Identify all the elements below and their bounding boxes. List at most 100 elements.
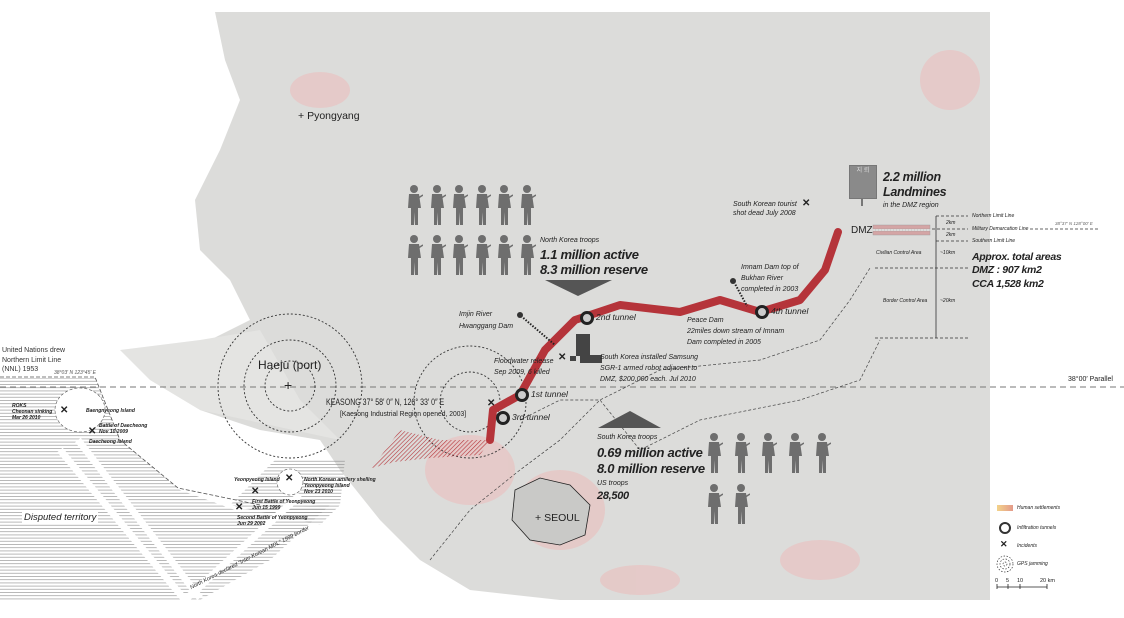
soldier-icon	[733, 432, 751, 474]
landmines-title: Landmines	[883, 185, 947, 199]
tunnel-icon	[515, 388, 529, 402]
north-troops-arrow	[545, 280, 612, 296]
disputed-territory-label: Disputed territory	[22, 512, 99, 523]
dmz-diagram	[872, 215, 1100, 339]
mdl-label: Military Demarcation Line	[972, 226, 1029, 232]
han-estuary	[372, 430, 490, 468]
incident-x-icon: ✕	[285, 473, 294, 484]
civilian-control-line	[519, 339, 881, 451]
areas-title: Approx. total areas	[972, 251, 1062, 263]
soldier-icon	[474, 184, 491, 226]
robot-line-1: South Korea installed Samsung	[600, 354, 699, 361]
shelling-line-3: Nov 23 2010	[304, 489, 333, 495]
scale-20km: 20 km	[1040, 578, 1055, 584]
us-troops-count: 28,500	[597, 490, 629, 502]
un-line-2: Northern Limit Line	[2, 356, 62, 364]
second-battle-line-1: Second Battle of Yeonpyeong	[237, 515, 308, 521]
dmz-label: DMZ	[851, 225, 873, 236]
seoul-label: + SEOUL	[535, 512, 580, 524]
soldier-icon	[429, 234, 446, 276]
soldier-icon	[787, 432, 805, 474]
parallel-label: 38°00′ Parallel	[1068, 376, 1113, 383]
km2-south: 2km	[946, 232, 956, 238]
us-troops-caption: US troops	[597, 480, 629, 487]
incident-x-icon: ✕	[802, 198, 811, 209]
scale-0: 0	[995, 578, 999, 584]
legend-tunnels: Infiltration tunnels	[1017, 525, 1057, 531]
soldier-icon	[760, 432, 778, 474]
gps-jamming-haeju	[217, 313, 363, 459]
pyongyang-name: Pyongyang	[307, 110, 360, 122]
south-troops-arrow	[598, 411, 661, 428]
incident-x-icon: ✕	[487, 398, 496, 409]
haeju-label: Haeju (port)	[258, 358, 322, 372]
tunnel-icon	[496, 411, 510, 425]
soldier-icon	[519, 184, 536, 226]
border-control-area-label: Border Control Area	[883, 298, 928, 304]
legend-gps: GPS jamming	[1017, 561, 1048, 567]
imnam-line-2: Bukhan River	[741, 275, 784, 282]
border-control-line	[429, 267, 871, 561]
first-battle-line-2: Jun 15 1999	[252, 505, 281, 511]
seoul-boundary	[511, 477, 591, 546]
un-line-3: (NNL) 1953	[2, 366, 39, 373]
soldier-icon	[706, 432, 724, 474]
imnam-annotation: Imnam Dam top of Bukhan River completed in…	[741, 262, 799, 295]
north-troops-reserve: 8.3 million reserve	[540, 262, 648, 277]
pyongyang-label: + Pyongyang	[298, 110, 360, 122]
robot-line-3: DMZ, $200,000 each. Jul 2010	[600, 376, 696, 383]
soldier-icon	[429, 184, 446, 226]
imjin-pointer	[520, 315, 556, 346]
legend-tunnel-icon	[999, 522, 1011, 534]
north-troops-active: 1.1 million active	[540, 247, 639, 262]
soldier-icon	[406, 184, 424, 226]
kaesong-label: KEASONG 37° 58′ 0″ N, 126° 33′ 0″ E	[326, 397, 445, 407]
south-troops-reserve: 8.0 million reserve	[597, 461, 705, 476]
cheonan-line-2: Cheonan sinking	[12, 409, 53, 415]
south-troops-caption: South Korea troops	[597, 434, 658, 441]
soldier-icon	[496, 184, 514, 226]
soldier-icon	[706, 483, 724, 525]
landmines-count: 2.2 million	[883, 170, 941, 184]
legend-incident-icon: ✕	[1000, 539, 1008, 549]
incident-x-icon: ✕	[558, 352, 567, 363]
tunnel-label: 1st tunnel	[531, 389, 568, 399]
scale-10: 10	[1017, 578, 1024, 584]
flood-line-2: Sep 2009, 6 killed	[494, 369, 550, 376]
baengnyeong-label: Baengnyeong Island	[86, 408, 135, 414]
areas-cca: CCA 1,528 km2	[972, 278, 1044, 290]
cheonan-line-3: Mar 26 2010	[12, 415, 41, 421]
cheonan-line-1: ROKS	[12, 403, 27, 409]
tourist-line-1: South Korean tourist	[733, 201, 797, 208]
south-troops-active: 0.69 million active	[597, 445, 703, 460]
km2-north: 2km	[946, 220, 956, 226]
landmine-sign-icon: 지 뢰	[849, 165, 877, 206]
soldier-icon	[474, 234, 491, 276]
imnam-line-3: completed in 2003	[741, 286, 799, 293]
tunnel-label: 4th tunnel	[771, 306, 809, 316]
tunnel-label: 3rd tunnel	[512, 412, 550, 422]
peace-line-3: Dam completed in 2005	[687, 339, 761, 346]
legend-settlements: Human settlements	[1017, 505, 1061, 511]
imnam-line-1: Imnam Dam top of	[741, 264, 799, 271]
soldier-icon	[814, 432, 832, 474]
north-troops-caption: North Korea troops	[540, 237, 600, 244]
shelling-line-1: North Korean artillery shelling	[304, 477, 376, 483]
scale-5: 5	[1006, 578, 1010, 584]
legend-settlement-swatch	[997, 505, 1013, 511]
nll-corridor	[57, 437, 303, 603]
nll-line	[0, 376, 261, 506]
legend-gps-symbol	[996, 555, 1014, 573]
imjin-line-1: Imjin River	[459, 311, 493, 318]
peace-line-2: 22miles down stream of Imnam	[687, 328, 785, 335]
robot-line-2: SGR-1 armed robot adjacent to	[600, 365, 698, 372]
daecheong-battle-line-1: Battle of Daecheong	[99, 423, 148, 429]
km20-label: ~20km	[940, 298, 956, 304]
dmz-coord: 38°37′ N 128°00′ E	[1055, 221, 1093, 226]
